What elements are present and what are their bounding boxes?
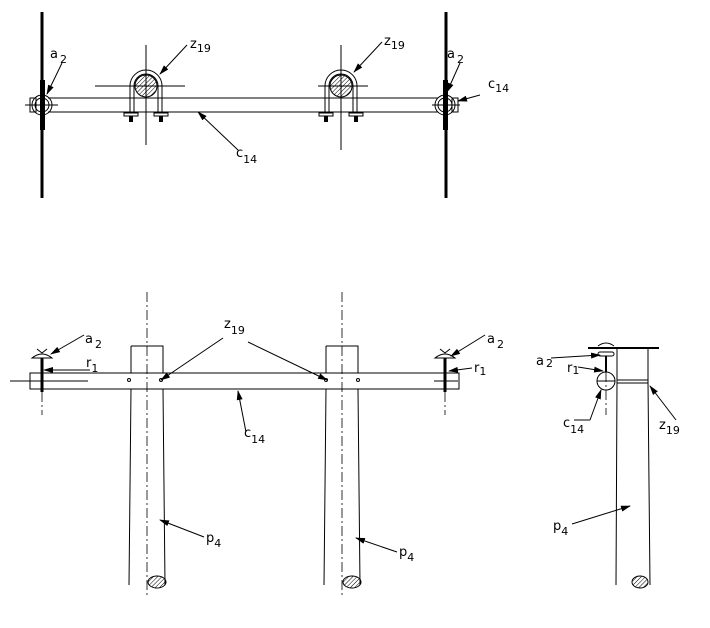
label-z19: z19	[659, 418, 680, 437]
label-r1: r1	[474, 361, 486, 378]
label-z19: z19	[224, 317, 245, 337]
crossarm-beam	[29, 372, 460, 390]
label-z19: z19	[384, 34, 405, 52]
pole-side	[615, 347, 651, 589]
label-p4: p4	[206, 531, 221, 550]
insulator-left	[10, 348, 88, 415]
label-c14: c14	[488, 77, 509, 95]
label-p4: p4	[399, 545, 414, 564]
label-r1: r1	[86, 356, 98, 375]
crossarm-beam	[29, 97, 459, 113]
insulator-side	[596, 342, 616, 415]
label-c14: c14	[236, 146, 257, 166]
label-c14: c14	[244, 426, 265, 446]
label-p4: p4	[553, 519, 568, 538]
insulator-right	[433, 348, 458, 415]
left-insulator-ring	[25, 80, 58, 130]
label-r1: r1	[567, 361, 579, 377]
right-insulator-ring	[432, 80, 460, 130]
pole-left	[128, 292, 167, 596]
label-c14: c14	[563, 416, 584, 436]
label-z19: z19	[190, 37, 211, 55]
pole-right	[323, 292, 362, 596]
pipe-clamp-left	[95, 45, 185, 145]
pipe-clamp-right	[318, 45, 368, 150]
